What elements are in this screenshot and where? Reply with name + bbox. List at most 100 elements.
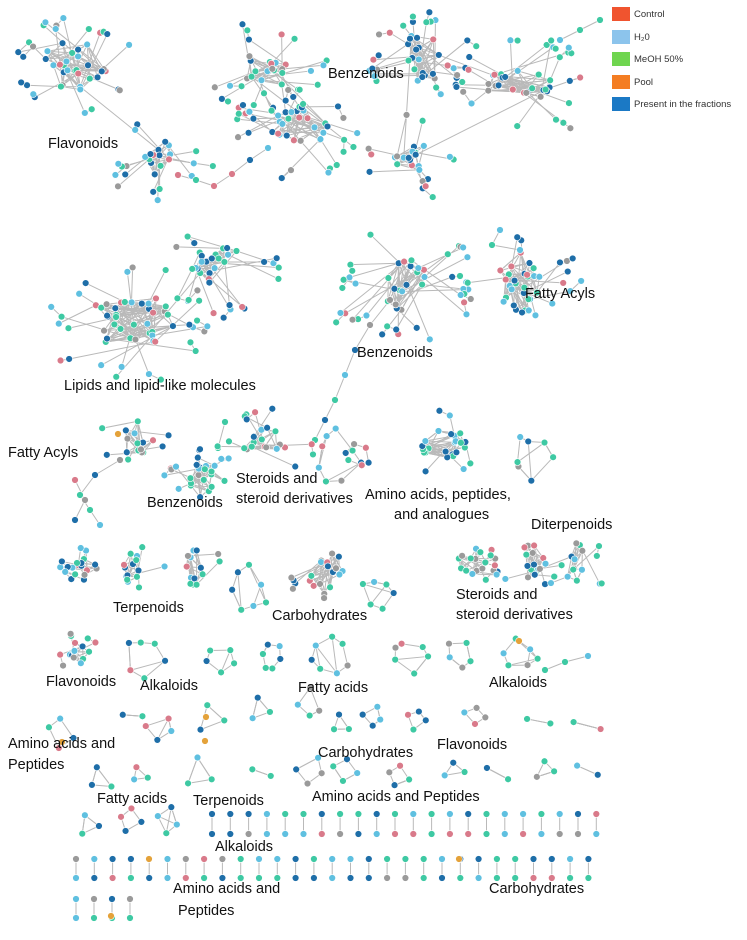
network-node [262, 598, 270, 607]
network-edge [102, 420, 138, 429]
network-node [339, 114, 348, 122]
legend-item-meoh: MeOH 50% [612, 49, 746, 72]
network-node [578, 566, 586, 574]
network-node [112, 313, 120, 321]
network-edge [145, 718, 169, 727]
network-node [484, 86, 493, 95]
network-node [66, 630, 75, 638]
network-node [122, 426, 130, 435]
label-fatty-acids: Fatty acids [298, 680, 368, 696]
label-fatty-acids: Fatty acids [97, 791, 167, 807]
network-node [510, 276, 519, 285]
network-node [257, 76, 266, 84]
network-node [493, 855, 501, 863]
network-node [348, 315, 357, 324]
network-node [397, 640, 406, 648]
network-edge [176, 246, 224, 249]
network-node [131, 126, 139, 134]
network-edge [34, 73, 79, 98]
network-node [339, 148, 348, 156]
network-node [264, 640, 272, 649]
network-node [593, 552, 601, 560]
network-node [406, 34, 414, 43]
legend-label-meoh: MeOH 50% [634, 54, 684, 65]
network-node [494, 81, 503, 90]
network-node [162, 302, 170, 311]
network-edge [324, 399, 336, 421]
network-node [262, 664, 270, 672]
network-node [516, 433, 524, 441]
network-node [237, 874, 245, 882]
network-node [126, 895, 134, 903]
network-node [565, 99, 573, 107]
network-node [137, 818, 146, 826]
network-edge [401, 256, 468, 292]
network-node [97, 361, 105, 369]
network-node [107, 782, 116, 791]
network-node [260, 258, 268, 266]
network-node [348, 446, 357, 455]
network-node [164, 431, 173, 440]
network-node [391, 830, 399, 838]
network-node [149, 308, 157, 317]
network-node [354, 810, 363, 818]
network-node [281, 96, 290, 105]
network-node [75, 290, 83, 298]
network-node [434, 427, 443, 435]
network-node [128, 263, 137, 272]
network-node [410, 65, 419, 74]
network-node [248, 765, 257, 774]
network-edge [237, 115, 279, 138]
network-node [328, 549, 336, 558]
legend-swatch-h2o [612, 29, 630, 44]
network-edge [323, 566, 329, 594]
network-node [353, 769, 361, 777]
network-node [570, 555, 579, 563]
network-edge [494, 52, 569, 76]
network-node [584, 652, 592, 660]
network-node [547, 36, 555, 45]
network-node [281, 830, 289, 838]
network-node [447, 430, 455, 438]
network-node [474, 855, 483, 863]
network-node [219, 313, 228, 322]
network-node [314, 754, 322, 762]
network-node [210, 182, 218, 190]
network-node [310, 855, 318, 863]
network-node [338, 284, 347, 292]
network-node [482, 830, 491, 838]
network-node [88, 105, 96, 113]
network-node [440, 771, 449, 780]
network-node [238, 20, 247, 28]
network-edge [128, 642, 131, 671]
network-node [444, 250, 452, 258]
network-edge [231, 159, 251, 175]
network-node [385, 768, 394, 777]
network-node [315, 707, 323, 715]
network-node [303, 114, 312, 122]
network-node [529, 549, 537, 557]
network-node [56, 60, 64, 69]
network-node [58, 557, 66, 566]
network-node [411, 150, 420, 159]
network-node [366, 230, 375, 239]
network-node [400, 257, 408, 266]
network-node [392, 325, 400, 334]
network-node [413, 324, 421, 332]
network-node [209, 162, 217, 170]
network-node [491, 561, 499, 570]
network-node [524, 437, 532, 446]
network-node [421, 437, 430, 445]
network-node [546, 719, 555, 728]
network-node [484, 80, 493, 88]
network-node [117, 363, 126, 371]
network-node [351, 279, 360, 288]
network-edge [325, 462, 362, 482]
network-edge [314, 419, 326, 441]
network-edge [48, 727, 60, 749]
network-node [103, 311, 111, 320]
network-node [276, 655, 284, 663]
legend-swatch-present [612, 97, 630, 111]
network-node [458, 78, 466, 86]
network-node [464, 810, 472, 818]
